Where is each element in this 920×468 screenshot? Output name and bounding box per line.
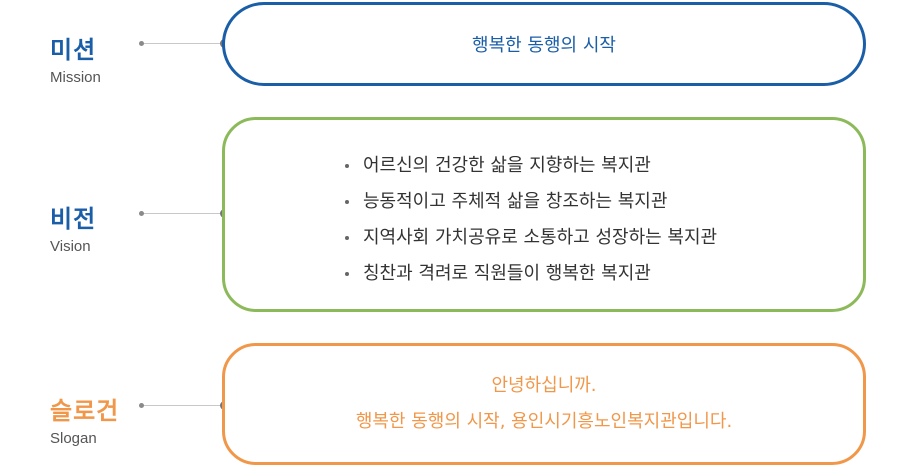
slogan-label: 슬로건 Slogan: [50, 391, 119, 447]
mission-text: 행복한 동행의 시작: [472, 35, 616, 56]
slogan-title: 슬로건: [50, 397, 120, 425]
slogan-subtitle: Slogan: [50, 430, 97, 447]
vision-title: 비전: [50, 205, 97, 233]
list-item: 지역사회 가치공유로 소통하고 성장하는 복지관: [345, 220, 717, 256]
bullet-icon: [345, 200, 349, 204]
bullet-icon: [345, 236, 349, 240]
slogan-box: 안녕하십니까. 행복한 동행의 시작, 용인시기흥노인복지관입니다.: [222, 343, 866, 465]
connector-dot: [139, 211, 144, 216]
mission-row: 미션 Mission 행복한 동행의 시작: [0, 0, 920, 90]
vision-item-text: 칭찬과 격려로 직원들이 행복한 복지관: [363, 263, 651, 284]
list-item: 어르신의 건강한 삶을 지향하는 복지관: [345, 148, 717, 184]
bullet-icon: [345, 164, 349, 168]
slogan-text: 안녕하십니까. 행복한 동행의 시작, 용인시기흥노인복지관입니다.: [356, 368, 732, 440]
vision-list: 어르신의 건강한 삶을 지향하는 복지관 능동적이고 주체적 삶을 창조하는 복…: [345, 148, 717, 292]
vision-subtitle: Vision: [50, 238, 91, 255]
vision-item-text: 어르신의 건강한 삶을 지향하는 복지관: [363, 155, 651, 176]
slogan-line: 행복한 동행의 시작, 용인시기흥노인복지관입니다.: [355, 411, 733, 432]
vision-label: 비전 Vision: [50, 199, 96, 255]
vision-item-text: 능동적이고 주체적 삶을 창조하는 복지관: [363, 191, 668, 212]
mission-label: 미션 Mission: [50, 30, 101, 86]
connector-dot: [139, 41, 144, 46]
mission-title: 미션: [50, 36, 97, 64]
slogan-line: 안녕하십니까.: [491, 375, 597, 396]
bullet-icon: [345, 272, 349, 276]
mission-box: 행복한 동행의 시작: [222, 2, 866, 86]
vision-box: 어르신의 건강한 삶을 지향하는 복지관 능동적이고 주체적 삶을 창조하는 복…: [222, 117, 866, 312]
slogan-connector: [139, 401, 229, 410]
list-item: 능동적이고 주체적 삶을 창조하는 복지관: [345, 184, 717, 220]
list-item: 칭찬과 격려로 직원들이 행복한 복지관: [345, 256, 717, 292]
connector-dot: [139, 403, 144, 408]
vision-item-text: 지역사회 가치공유로 소통하고 성장하는 복지관: [363, 227, 718, 248]
vision-row: 비전 Vision 어르신의 건강한 삶을 지향하는 복지관 능동적이고 주체적…: [50, 117, 866, 312]
mission-subtitle: Mission: [50, 69, 101, 86]
